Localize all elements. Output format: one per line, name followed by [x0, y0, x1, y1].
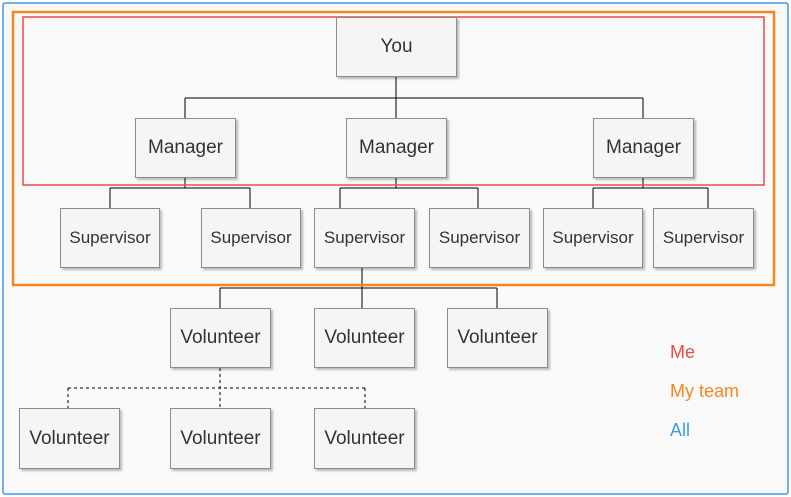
node-supervisor-label: Supervisor: [210, 228, 292, 247]
node-volunteer: Volunteer: [314, 408, 415, 469]
node-supervisor-label: Supervisor: [438, 228, 521, 247]
node-supervisor-label: Supervisor: [69, 228, 151, 247]
node-supervisor-label: Supervisor: [552, 228, 634, 247]
node-supervisor: Supervisor: [201, 208, 301, 268]
node-supervisor: Supervisor: [429, 208, 530, 268]
my-team-boundary: [11, 10, 776, 287]
node-manager: Manager: [346, 118, 447, 178]
node-volunteer: Volunteer: [170, 308, 271, 368]
node-volunteer-label: Volunteer: [457, 327, 538, 348]
node-manager-label: Manager: [359, 137, 434, 158]
node-you: You: [336, 17, 457, 77]
connectors-you-managers: [184, 77, 644, 118]
node-supervisor-label: Supervisor: [662, 228, 745, 247]
node-volunteer-label: Volunteer: [324, 327, 405, 348]
legend-me: Me: [670, 342, 696, 362]
connectors-managers-supervisors: [109, 178, 709, 208]
node-volunteer-label: Volunteer: [180, 427, 261, 449]
node-manager: Manager: [593, 118, 694, 178]
node-volunteer-label: Volunteer: [180, 327, 261, 348]
node-supervisor: Supervisor: [653, 208, 754, 268]
node-volunteer-label: Volunteer: [324, 427, 405, 449]
connectors-volunteer-volunteers: [67, 368, 366, 408]
node-volunteer: Volunteer: [19, 408, 120, 469]
legend-my-team: My team: [670, 381, 740, 401]
legend-all: All: [670, 420, 691, 440]
node-supervisor: Supervisor: [314, 208, 415, 268]
node-manager-label: Manager: [148, 137, 223, 158]
node-you-label: You: [380, 36, 413, 57]
connectors-supervisor-volunteers: [219, 268, 498, 308]
node-manager: Manager: [135, 118, 236, 178]
node-volunteer: Volunteer: [314, 308, 415, 368]
node-manager-label: Manager: [606, 137, 681, 158]
node-supervisor: Supervisor: [543, 208, 643, 268]
node-volunteer-label: Volunteer: [29, 427, 110, 449]
node-volunteer: Volunteer: [447, 308, 548, 368]
node-supervisor: Supervisor: [60, 208, 160, 268]
node-supervisor-label: Supervisor: [323, 228, 406, 247]
node-volunteer: Volunteer: [170, 408, 271, 469]
